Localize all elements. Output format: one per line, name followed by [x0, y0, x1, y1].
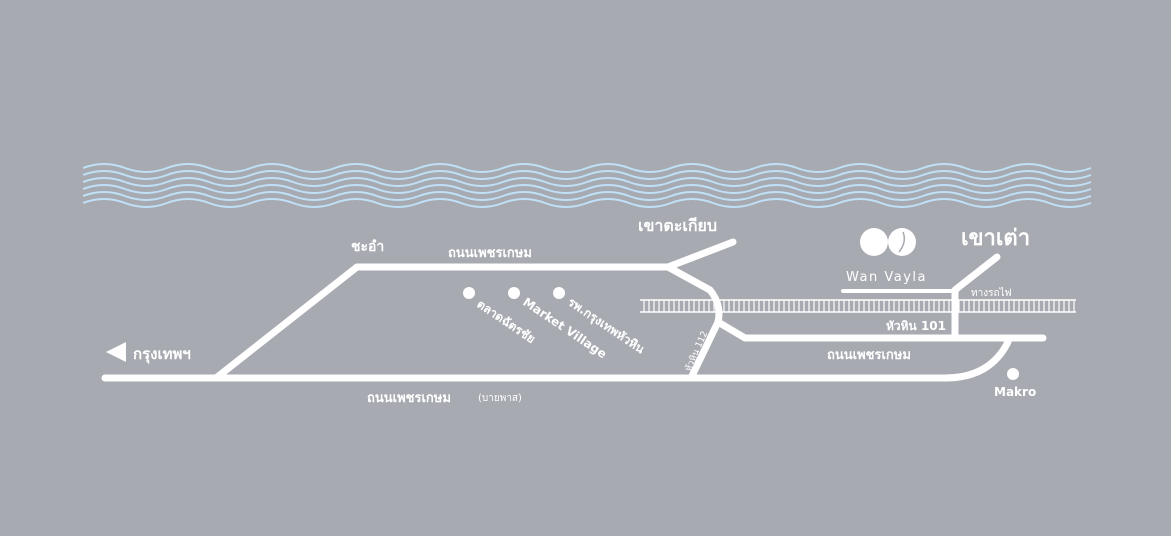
road-to-khao-takiab: [664, 238, 737, 271]
wave-line: [82, 163, 1092, 173]
left-arrow-icon: [106, 342, 126, 362]
road-phetkasem-bypass: [101, 338, 1012, 382]
label-brand: Wan Vayla: [846, 270, 927, 285]
wave-line: [82, 198, 1092, 208]
label-khao-takiab: เขาตะเกียบ: [638, 216, 717, 235]
label-cha-am: ชะอำ: [351, 239, 384, 255]
poi-dot-icon: [463, 287, 475, 299]
railway-track: [640, 299, 1076, 313]
wave-line: [82, 170, 1092, 180]
label-phetkasem-bypass: ถนนเพชรเกษม: [367, 391, 451, 406]
poi-dot-icon: [508, 287, 520, 299]
wan-vayla-logo-icon: [860, 228, 916, 256]
label-bangkok: กรุงเทพฯ: [133, 345, 191, 364]
label-phetkasem-top: ถนนเพชรเกษม: [448, 246, 532, 261]
poi-dot-icon: [553, 287, 565, 299]
label-bypass-note: (บายพาส): [478, 393, 522, 404]
wave-line: [82, 184, 1092, 194]
sea-waves: [82, 163, 1092, 208]
wave-line: [82, 177, 1092, 187]
road-cha-am-diagonal: [212, 263, 361, 382]
label-khao-tao: เขาเต่า: [961, 226, 1030, 251]
road-hua-hin-112: [687, 318, 722, 382]
road-network: [101, 238, 1047, 382]
wave-line: [82, 191, 1092, 201]
label-makro: Makro: [994, 385, 1036, 399]
label-phetkasem-right: ถนนเพชรเกษม: [827, 348, 911, 363]
label-railway: ทางรถไฟ: [971, 287, 1012, 299]
poi-dot-icon: [1007, 368, 1019, 380]
label-hua-hin-101: หัวหิน 101: [886, 319, 946, 333]
